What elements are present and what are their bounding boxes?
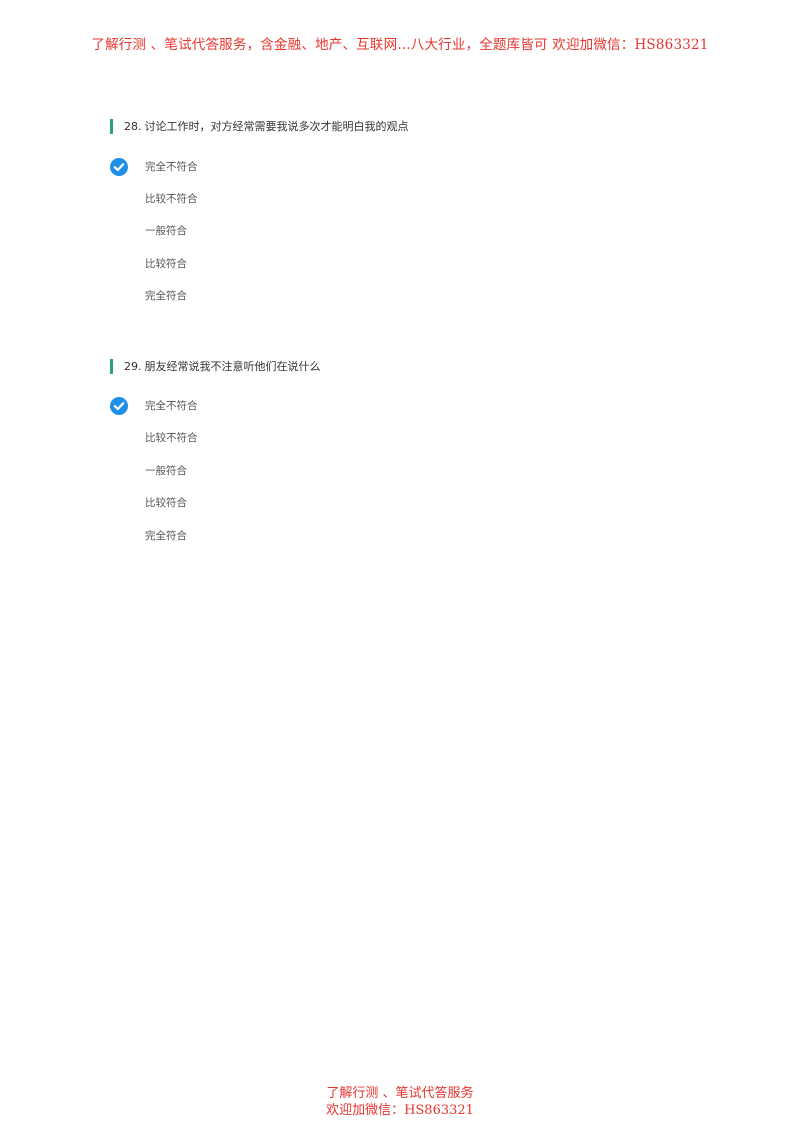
question-29: 29.朋友经常说我不注意听他们在说什么 完全不符合 比较不符合 一般符合 比较符… [110, 359, 710, 542]
watermark-bottom-line2: 欢迎加微信：HS863321 [326, 1103, 474, 1118]
option-3[interactable]: 一般符合 [110, 222, 410, 240]
check-circle-icon [110, 397, 128, 415]
question-header: 28.讨论工作时，对方经常需要我说多次才能明白我的观点 [110, 119, 710, 135]
question-28: 28.讨论工作时，对方经常需要我说多次才能明白我的观点 完全不符合 比较不符合 … [110, 119, 710, 302]
option-4[interactable]: 比较符合 [110, 494, 410, 512]
option-label: 比较符合 [145, 258, 187, 270]
option-label: 完全符合 [145, 530, 187, 542]
watermark-bottom: 了解行测 、笔试代答服务 欢迎加微信：HS863321 [0, 1085, 800, 1119]
question-title: 29.朋友经常说我不注意听他们在说什么 [124, 359, 321, 374]
option-label: 比较符合 [145, 497, 187, 509]
option-2[interactable]: 比较不符合 [110, 190, 410, 208]
question-header: 29.朋友经常说我不注意听他们在说什么 [110, 359, 710, 375]
question-title: 28.讨论工作时，对方经常需要我说多次才能明白我的观点 [124, 119, 409, 134]
option-1[interactable]: 完全不符合 [110, 397, 410, 415]
watermark-top: 了解行测 、笔试代答服务，含金融、地产、互联网...八大行业，全题库皆可 欢迎加… [91, 37, 709, 53]
option-label: 完全不符合 [145, 400, 198, 412]
check-circle-icon [110, 158, 128, 176]
question-number: 28. [124, 120, 142, 133]
option-label: 一般符合 [145, 225, 187, 237]
question-accent-bar [110, 119, 113, 134]
option-4[interactable]: 比较符合 [110, 255, 410, 273]
watermark-bottom-line1: 了解行测 、笔试代答服务 [326, 1086, 474, 1101]
question-number: 29. [124, 360, 142, 373]
option-5[interactable]: 完全符合 [110, 287, 410, 305]
option-3[interactable]: 一般符合 [110, 462, 410, 480]
question-text: 朋友经常说我不注意听他们在说什么 [144, 360, 321, 373]
option-1[interactable]: 完全不符合 [110, 158, 410, 176]
option-5[interactable]: 完全符合 [110, 527, 410, 545]
option-label: 完全符合 [145, 290, 187, 302]
question-accent-bar [110, 359, 113, 374]
option-label: 比较不符合 [145, 193, 198, 205]
option-label: 一般符合 [145, 465, 187, 477]
question-text: 讨论工作时，对方经常需要我说多次才能明白我的观点 [144, 120, 409, 133]
option-label: 比较不符合 [145, 432, 198, 444]
option-label: 完全不符合 [145, 161, 198, 173]
option-2[interactable]: 比较不符合 [110, 429, 410, 447]
